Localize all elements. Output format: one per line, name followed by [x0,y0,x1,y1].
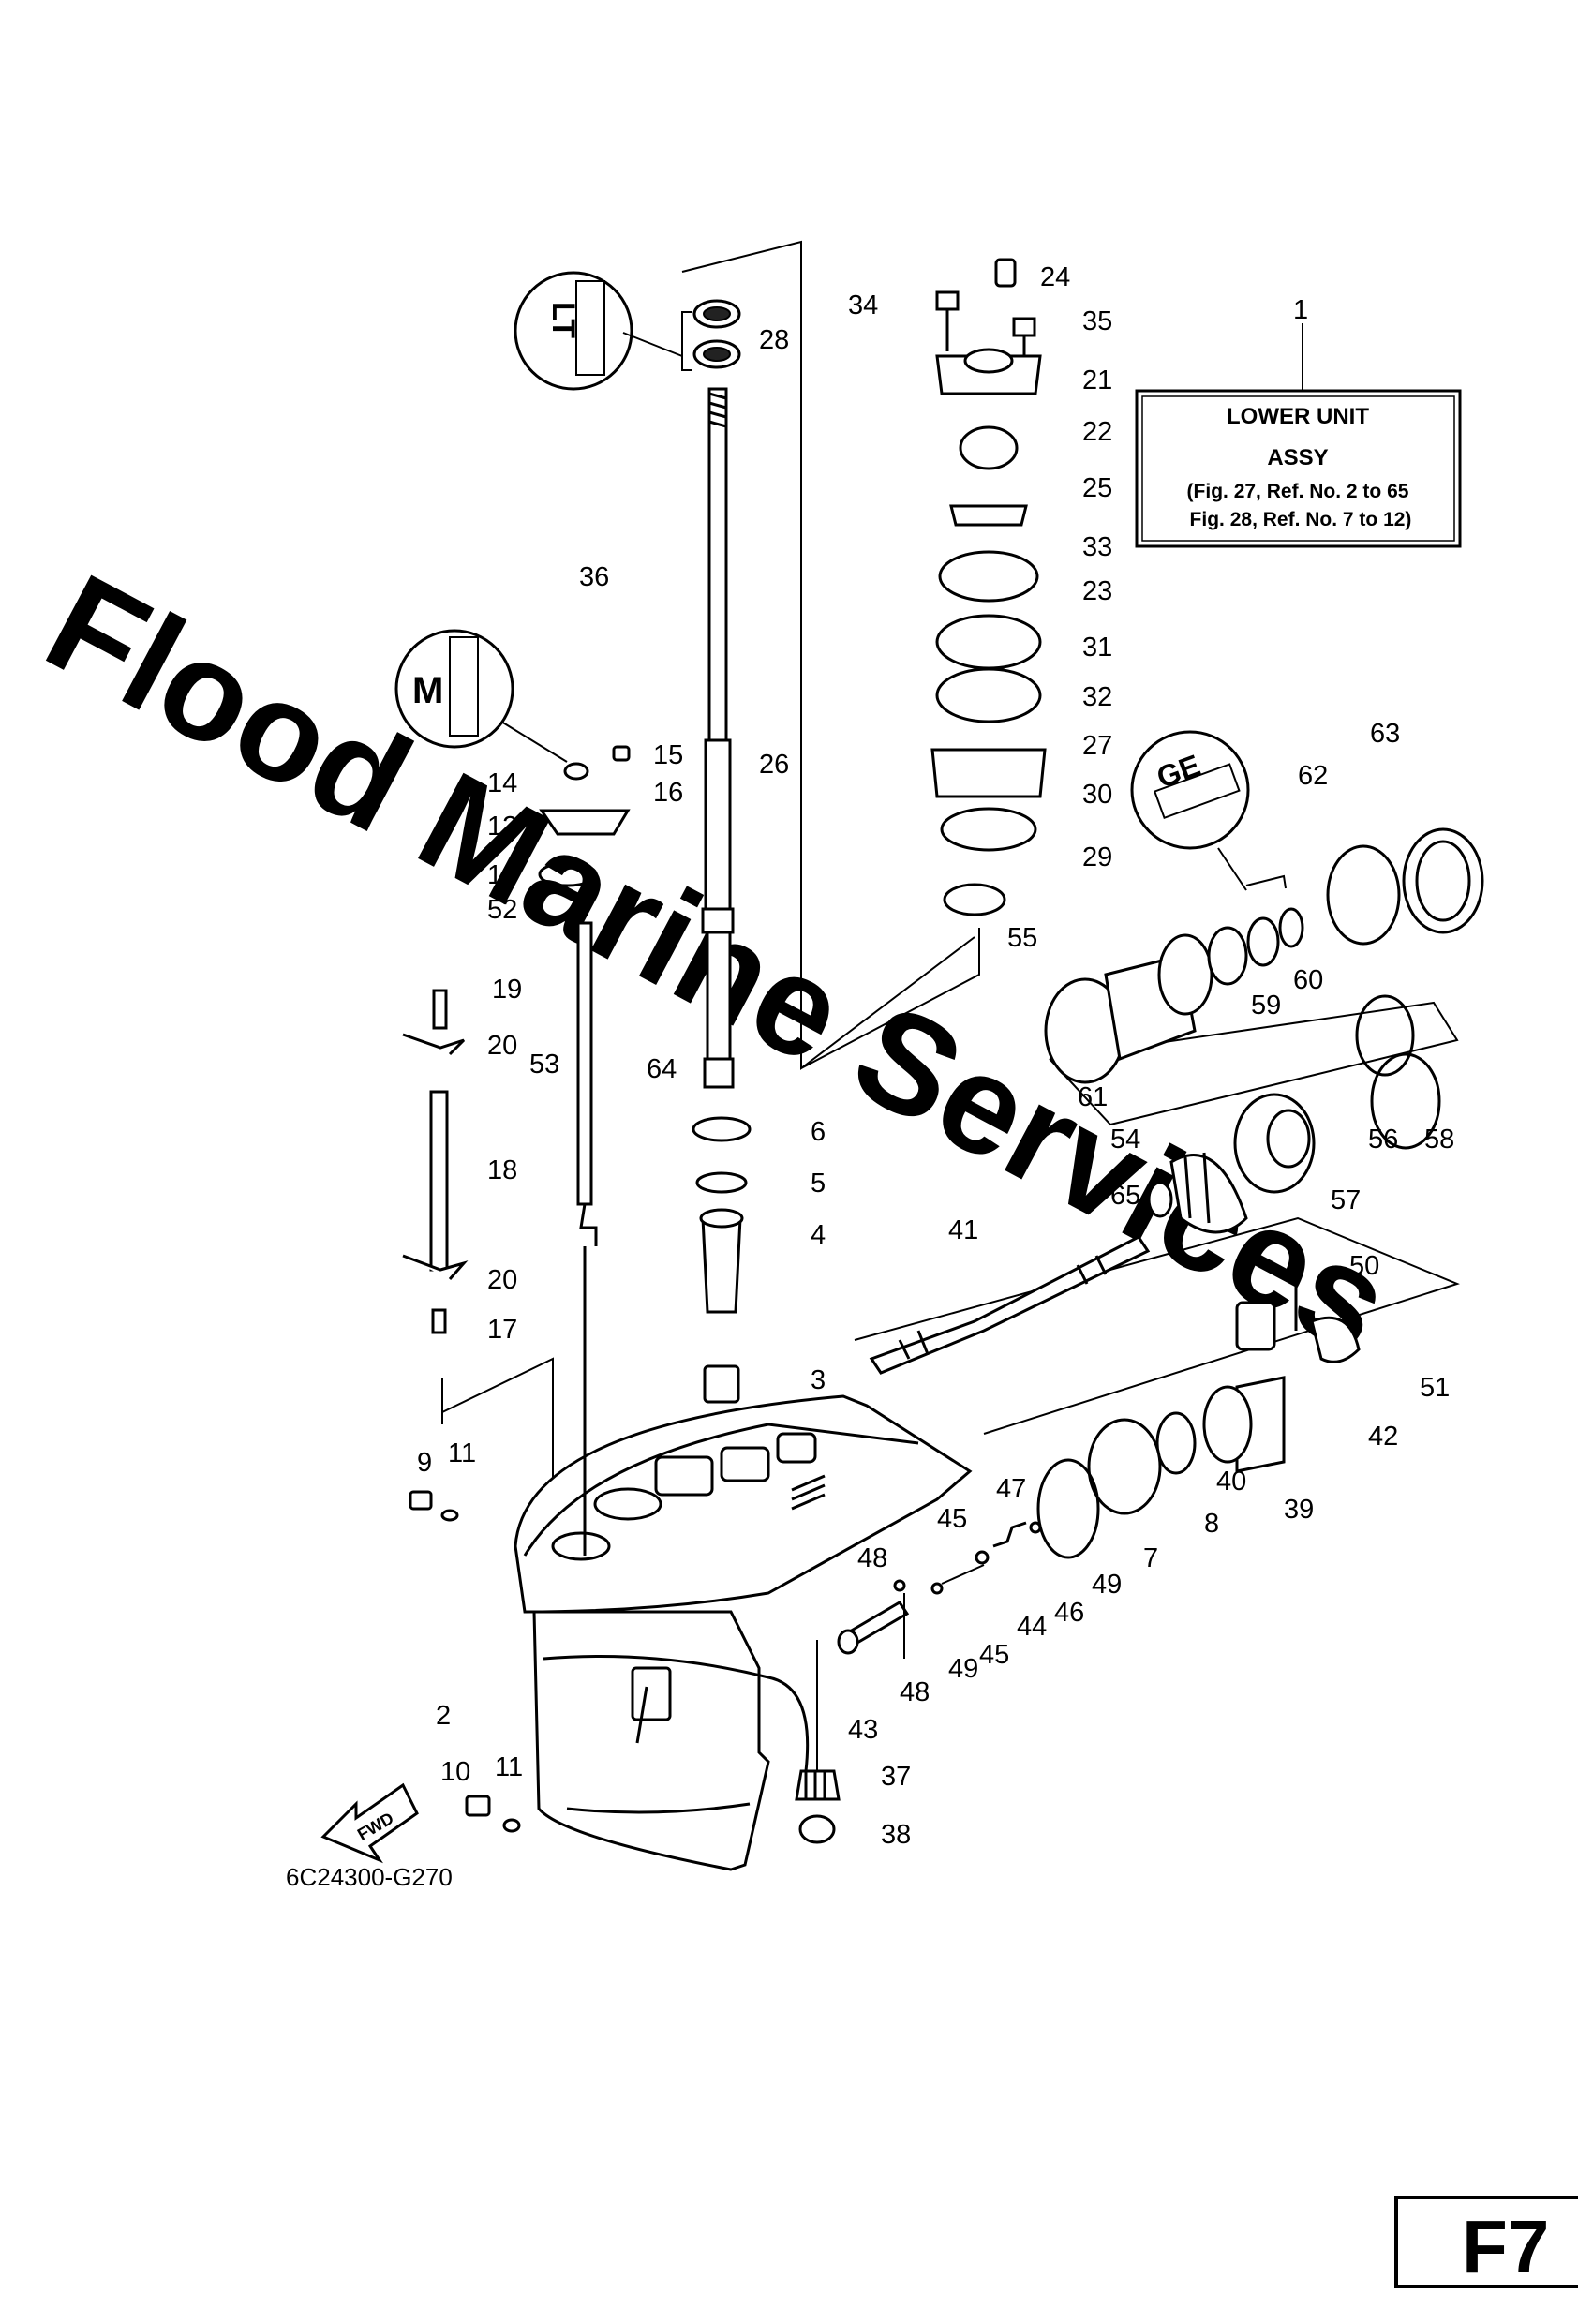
assy-line4: Fig. 28, Ref. No. 7 to 12) [1190,509,1412,530]
callout: 15 [653,740,683,770]
callout: 20 [487,1031,517,1061]
callout: 38 [881,1820,911,1850]
callout: 11 [495,1752,523,1782]
callout: 48 [857,1543,887,1573]
callout: 61 [1078,1082,1108,1112]
inset-symbol-lt: LT [545,302,581,338]
callout: 65 [1110,1181,1140,1211]
callout: 37 [881,1762,911,1792]
callout: 57 [1331,1185,1361,1215]
callout: 12 [487,812,517,842]
bearing-housing [1044,827,1484,1084]
callout: 16 [653,778,683,808]
callout: 5 [811,1169,826,1199]
callout: 27 [1082,731,1112,761]
callout: 31 [1082,633,1112,663]
callout: 8 [1204,1509,1219,1539]
callout: 52 [487,895,517,925]
callout: 34 [848,290,878,320]
callout: 50 [1349,1251,1379,1281]
callout: 56 [1368,1125,1398,1155]
callout: 22 [1082,417,1112,447]
callout: 9 [417,1448,432,1478]
callout: 13 [487,860,517,890]
callout-labels: 1 2 3 4 5 6 7 8 9 10 11 11 12 13 14 15 1… [417,262,1454,1850]
callout: 45 [979,1640,1009,1670]
drive-shaft-bearings [692,1116,752,1404]
callout: 39 [1284,1495,1314,1525]
shift-plunger-parts [837,1521,1042,1659]
callout: 43 [848,1715,878,1745]
callout: 6 [811,1117,826,1147]
drive-shaft [701,387,735,1089]
assy-line2: ASSY [1267,445,1328,470]
pinion-gear-and-nut [795,1640,841,1844]
callout: 45 [937,1504,967,1534]
propeller-shaft-and-gears [869,1052,1441,1559]
callout: 49 [948,1654,978,1684]
page-label: F7 [1462,2205,1549,2288]
callout: 29 [1082,842,1112,872]
callout: 33 [1082,532,1112,562]
callout: 55 [1007,923,1037,953]
callout: 62 [1298,761,1328,791]
callout: 10 [440,1757,470,1787]
callout: 60 [1293,965,1323,995]
callout: 30 [1082,780,1112,810]
callout: 25 [1082,473,1112,503]
callout: 51 [1420,1373,1450,1403]
callout: 23 [1082,576,1112,606]
callout: 58 [1424,1125,1454,1155]
callout: 18 [487,1155,517,1185]
assy-info-box: LOWER UNIT ASSY (Fig. 27, Ref. No. 2 to … [1135,323,1462,548]
callout: 35 [1082,306,1112,336]
callout: 24 [1040,262,1070,292]
inset-symbol-m: M [412,670,443,711]
callout: 21 [1082,365,1112,395]
callout: 64 [647,1054,677,1084]
page-label-box: F7 [1394,2196,1578,2288]
callout: 40 [1216,1467,1246,1497]
oil-seals-top [681,299,741,371]
callout: 59 [1251,991,1281,1020]
callout: 48 [900,1677,930,1707]
inset-grease: M [394,629,568,763]
callout: 63 [1370,719,1400,749]
fwd-arrow: FWD [320,1782,419,1864]
diagram-code: 6C24300-G270 [286,1863,453,1891]
callout: 2 [436,1701,451,1731]
assy-line3: (Fig. 27, Ref. No. 2 to 65 [1187,481,1409,502]
callout: 17 [487,1315,517,1345]
callout: 53 [529,1050,559,1080]
assy-line1: LOWER UNIT [1227,404,1369,429]
callout: 7 [1143,1543,1158,1573]
water-pump-components [930,258,1047,916]
callout: 49 [1092,1570,1122,1600]
callout: 3 [811,1365,826,1395]
callout: 42 [1368,1422,1398,1452]
callout: 32 [1082,682,1112,712]
callout: 46 [1054,1598,1084,1628]
inset-threadlocker: LT [514,271,683,391]
callout: 20 [487,1265,517,1295]
callout: 19 [492,975,522,1005]
callout: 14 [487,768,517,798]
callout: 28 [759,325,789,355]
lower-case-housing [514,1394,973,1871]
callout: 4 [811,1220,826,1250]
callout: 54 [1110,1125,1140,1155]
callout: 11 [448,1438,476,1468]
callout: 1 [1293,295,1308,325]
callout: 44 [1017,1612,1047,1642]
callout: 47 [996,1474,1026,1504]
callout: 26 [759,750,789,780]
callout: 41 [948,1215,978,1245]
inset-gear-oil: GE [1130,730,1287,891]
shift-rod-assembly [402,745,631,1833]
callout: 36 [579,562,609,592]
